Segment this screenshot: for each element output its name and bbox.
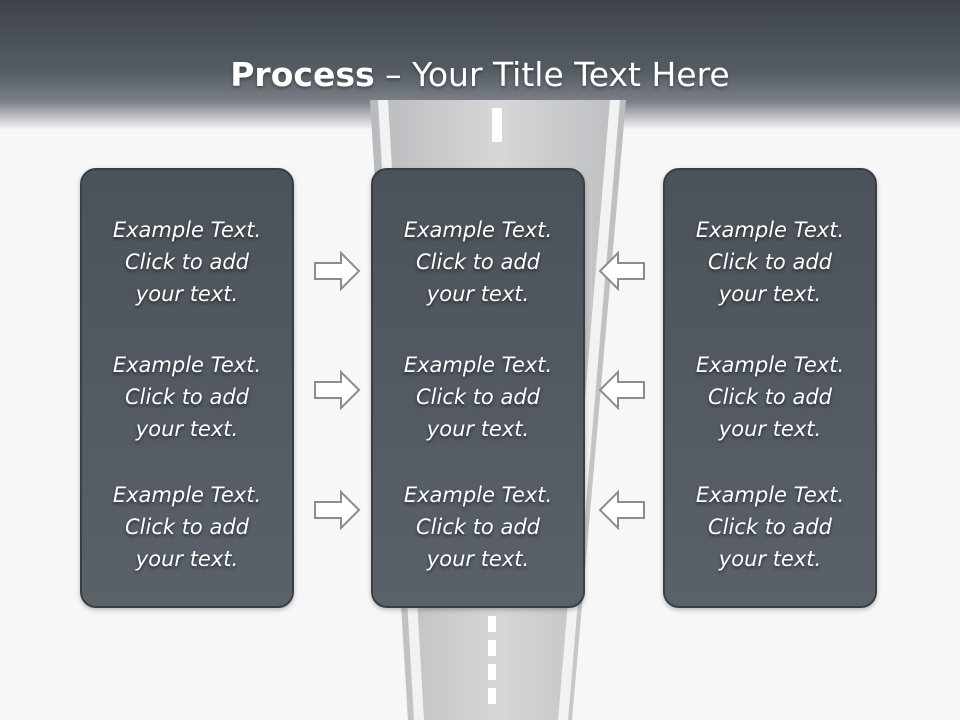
text-item[interactable]: Example Text. Click to add your text.	[373, 479, 583, 575]
road-center-dash	[492, 108, 502, 142]
left-text-panel[interactable]: Example Text. Click to add your text. Ex…	[80, 168, 294, 608]
text-line: your text.	[135, 417, 239, 441]
text-line: your text.	[135, 282, 239, 306]
text-line: Click to add	[415, 250, 540, 274]
text-line: Click to add	[124, 515, 249, 539]
text-line: your text.	[718, 547, 822, 571]
page-title: Process – Your Title Text Here	[0, 52, 960, 98]
text-line: Click to add	[415, 385, 540, 409]
text-line: Example Text.	[403, 218, 553, 242]
road-center-dash	[488, 640, 496, 656]
road-center-dash	[488, 688, 496, 704]
text-line: Example Text.	[112, 353, 262, 377]
text-item[interactable]: Example Text. Click to add your text.	[665, 349, 875, 445]
road-center-dash	[488, 664, 496, 680]
text-item[interactable]: Example Text. Click to add your text.	[373, 214, 583, 310]
left-arrow-icon	[598, 490, 645, 530]
text-item[interactable]: Example Text. Click to add your text.	[665, 214, 875, 310]
right-arrow-icon	[314, 490, 361, 530]
title-bold: Process	[230, 55, 375, 94]
center-text-panel[interactable]: Example Text. Click to add your text. Ex…	[371, 168, 585, 608]
text-item[interactable]: Example Text. Click to add your text.	[82, 479, 292, 575]
text-item[interactable]: Example Text. Click to add your text.	[82, 214, 292, 310]
right-text-panel[interactable]: Example Text. Click to add your text. Ex…	[663, 168, 877, 608]
text-line: your text.	[426, 417, 530, 441]
text-line: Example Text.	[695, 353, 845, 377]
text-line: your text.	[718, 417, 822, 441]
text-line: Example Text.	[112, 483, 262, 507]
text-line: Click to add	[415, 515, 540, 539]
text-line: Click to add	[124, 250, 249, 274]
text-line: Example Text.	[695, 483, 845, 507]
text-line: Example Text.	[695, 218, 845, 242]
left-arrow-icon	[598, 370, 645, 410]
right-arrow-icon	[314, 251, 361, 291]
text-line: Click to add	[707, 385, 832, 409]
text-line: your text.	[718, 282, 822, 306]
title-rest: – Your Title Text Here	[374, 55, 730, 94]
text-line: Example Text.	[403, 483, 553, 507]
text-line: Example Text.	[403, 353, 553, 377]
left-arrow-icon	[598, 251, 645, 291]
text-line: your text.	[426, 547, 530, 571]
text-item[interactable]: Example Text. Click to add your text.	[82, 349, 292, 445]
text-line: Click to add	[707, 250, 832, 274]
road-center-dash	[488, 616, 496, 632]
text-line: your text.	[135, 547, 239, 571]
text-item[interactable]: Example Text. Click to add your text.	[373, 349, 583, 445]
text-line: Example Text.	[112, 218, 262, 242]
text-line: your text.	[426, 282, 530, 306]
text-line: Click to add	[707, 515, 832, 539]
text-item[interactable]: Example Text. Click to add your text.	[665, 479, 875, 575]
right-arrow-icon	[314, 370, 361, 410]
text-line: Click to add	[124, 385, 249, 409]
